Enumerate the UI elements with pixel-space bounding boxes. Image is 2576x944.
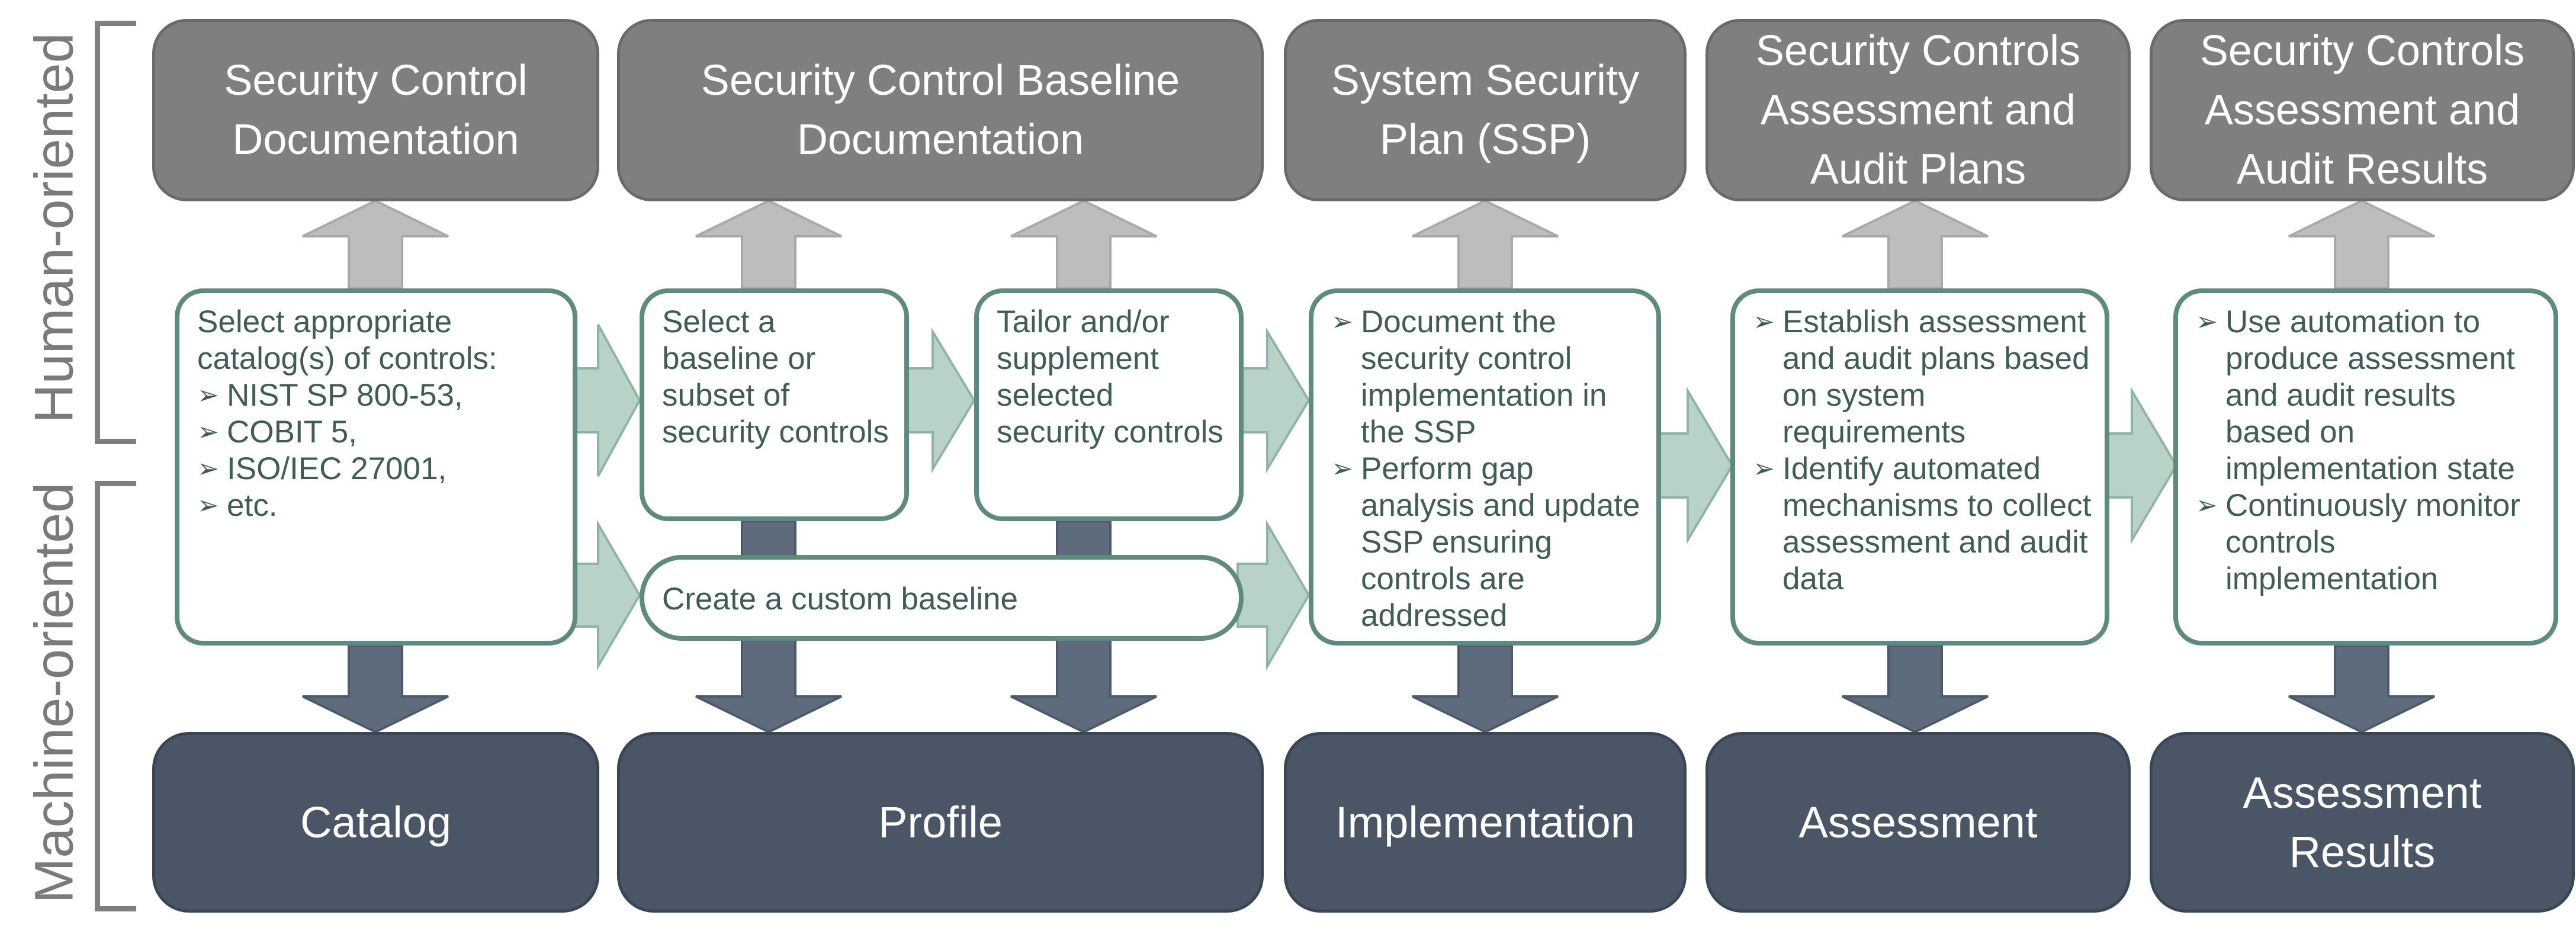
top-box-security-control-documentation: Security Control Documentation — [152, 19, 599, 201]
bottom-box-assessment-results: Assessment Results — [2150, 732, 2575, 913]
down-arrow-assessment — [1842, 644, 1989, 734]
catalog-list-item: COBIT 5, — [197, 414, 560, 451]
up-arrow-implementation — [1412, 199, 1559, 290]
flow-arrow-tailor-to-ssp — [1239, 327, 1311, 474]
flow-arrow-catalog-to-custom — [567, 519, 641, 671]
catalog-list-item: etc. — [197, 487, 560, 524]
machine-bracket — [95, 481, 136, 911]
process-box-results-tasks: Use automation to produce assessment and… — [2173, 288, 2558, 646]
down-arrow-results — [2288, 644, 2435, 734]
process-box-select-baseline: Select a baseline or subset of security … — [640, 288, 909, 521]
results-task-item: Use automation to produce assessment and… — [2196, 304, 2540, 487]
up-arrow-results — [2288, 199, 2435, 290]
bottom-box-assessment: Assessment — [1705, 732, 2131, 913]
process-box-select-catalog: Select appropriate catalog(s) of control… — [175, 288, 577, 646]
ssp-task-item: Perform gap analysis and update SSP ensu… — [1331, 451, 1643, 634]
top-box-security-control-baseline-documentation: Security Control Baseline Documentation — [617, 19, 1264, 201]
select-catalog-intro: Select appropriate catalog(s) of control… — [197, 304, 497, 376]
bottom-box-catalog: Catalog — [152, 732, 599, 913]
ssp-task-item: Document the security control implementa… — [1331, 304, 1643, 451]
flow-arrow-ssp-to-assessment — [1657, 386, 1734, 545]
assessment-task-item: Identify automated mechanisms to collect… — [1753, 451, 2092, 598]
up-arrow-catalog — [302, 199, 449, 290]
down-arrow-catalog — [302, 644, 449, 734]
flow-arrow-custom-to-ssp — [1236, 519, 1311, 671]
catalog-list-item: ISO/IEC 27001, — [197, 451, 560, 487]
catalog-list: NIST SP 800-53, COBIT 5, ISO/IEC 27001, … — [197, 377, 560, 524]
catalog-list-item: NIST SP 800-53, — [197, 377, 560, 414]
ssp-task-list: Document the security control implementa… — [1331, 304, 1643, 634]
assessment-task-list: Establish assessment and audit plans bas… — [1753, 304, 2092, 598]
flow-arrow-catalog-to-select — [567, 324, 641, 477]
results-task-list: Use automation to produce assessment and… — [2196, 304, 2540, 598]
flow-arrow-assessment-to-results — [2104, 386, 2178, 545]
up-arrow-profile-b — [1010, 199, 1157, 290]
human-bracket — [95, 21, 136, 444]
process-box-ssp-tasks: Document the security control implementa… — [1309, 288, 1661, 646]
top-box-system-security-plan: System Security Plan (SSP) — [1284, 19, 1687, 201]
assessment-task-item: Establish assessment and audit plans bas… — [1753, 304, 2092, 451]
up-arrow-profile-a — [695, 199, 842, 290]
machine-oriented-label: Machine-oriented — [24, 482, 85, 904]
bottom-box-profile: Profile — [617, 732, 1264, 913]
results-task-item: Continuously monitor controls implementa… — [2196, 487, 2540, 598]
human-oriented-label: Human-oriented — [24, 33, 85, 423]
bottom-box-implementation: Implementation — [1284, 732, 1687, 913]
top-box-assessment-audit-plans: Security Controls Assessment and Audit P… — [1705, 19, 2131, 201]
down-arrow-implementation — [1412, 644, 1559, 734]
process-box-custom-baseline: Create a custom baseline — [640, 555, 1244, 641]
process-box-assessment-tasks: Establish assessment and audit plans bas… — [1730, 288, 2109, 646]
flow-arrow-select-to-tailor — [903, 327, 976, 474]
top-box-assessment-audit-results: Security Controls Assessment and Audit R… — [2150, 19, 2575, 201]
up-arrow-assessment — [1842, 199, 1989, 290]
process-box-tailor-supplement: Tailor and/or supplement selected securi… — [974, 288, 1244, 521]
